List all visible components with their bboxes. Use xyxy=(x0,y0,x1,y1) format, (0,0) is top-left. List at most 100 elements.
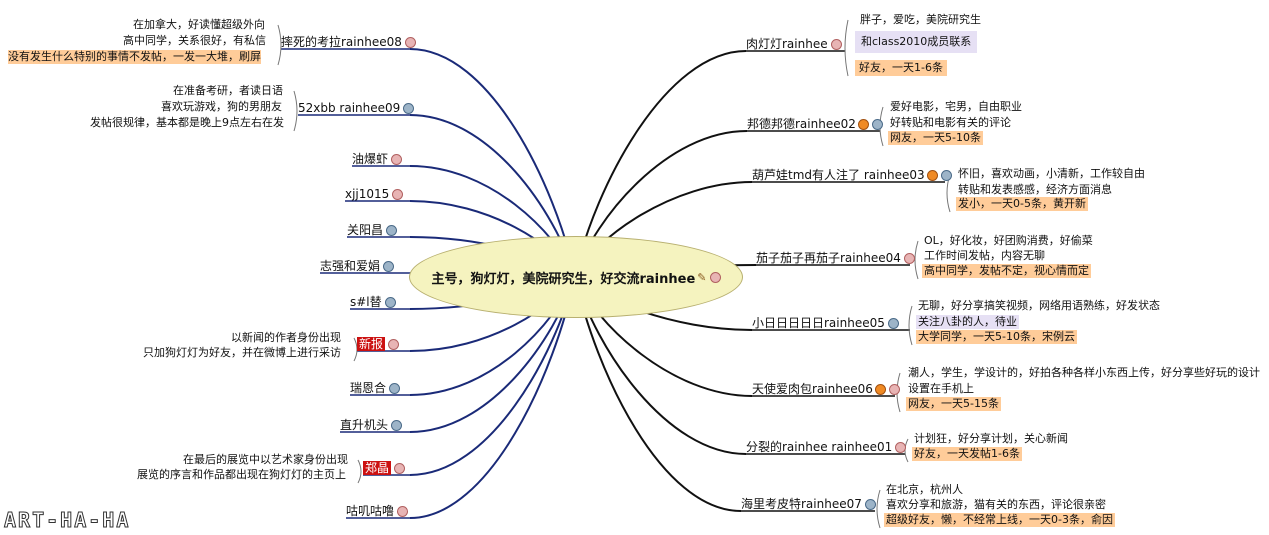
note: 以新闻的作者身份出现 xyxy=(231,331,341,344)
person-icon xyxy=(403,103,415,114)
edit-icon: ✎ xyxy=(697,270,707,284)
note: 只加狗灯灯为好友，并在微博上进行采访 xyxy=(143,346,341,359)
node-label: 海里考皮特rainhee07 xyxy=(741,497,862,511)
note: 喜欢玩游戏，狗的男朋友 xyxy=(161,100,282,113)
note: 在最后的展览中以艺术家身份出现 xyxy=(183,453,348,466)
note-highlight: 网友，一天5-15条 xyxy=(906,397,1001,411)
person-icon xyxy=(871,119,883,130)
note-bracket xyxy=(876,489,881,529)
note-highlight: 发小，一天0-5条，黄开新 xyxy=(956,197,1088,211)
note-highlight: 好友，一天发帖1-6条 xyxy=(912,447,1022,461)
note-highlight: 超级好友，懒，不经常上线，一天0-3条，俞因 xyxy=(884,513,1115,527)
central-topic-label: 主号，狗灯灯，美院研究生，好交流rainhee xyxy=(431,271,696,287)
node-label: 志强和爱娟 xyxy=(320,259,381,273)
person-icon xyxy=(864,499,876,510)
node-label: 葫芦娃tmd有人注了 rainhee03 xyxy=(752,168,925,182)
note-bracket xyxy=(293,90,298,132)
node-r2[interactable]: 邦德邦德rainhee02 xyxy=(747,116,883,132)
person-icon xyxy=(895,442,907,453)
person-icon xyxy=(397,506,409,517)
node-label: 小日日日日日rainhee05 xyxy=(752,316,885,330)
node-label: 油爆虾 xyxy=(352,152,389,166)
node-label: 分裂的rainhee rainhee01 xyxy=(746,440,893,454)
watermark-logo: ART-HA-HA xyxy=(3,508,131,533)
note-bracket xyxy=(908,305,913,346)
node-l3[interactable]: 油爆虾 xyxy=(352,151,403,167)
node-l8[interactable]: 新报 xyxy=(357,336,400,352)
person-icon xyxy=(392,189,404,200)
note-bracket xyxy=(844,19,849,77)
note-highlight: 大学同学，一天5-10条，宋例云 xyxy=(916,330,1077,344)
node-l12[interactable]: 咕叽咕噜 xyxy=(346,503,409,519)
person-icon xyxy=(940,170,952,181)
node-label: 邦德邦德rainhee02 xyxy=(747,117,856,131)
person-icon xyxy=(388,339,400,350)
node-label: 郑晶 xyxy=(363,461,392,475)
person-icon xyxy=(384,297,396,308)
note: 高中同学，关系很好，有私信 xyxy=(123,34,266,47)
person-icon xyxy=(830,39,842,50)
node-label: 摔死的考拉rainhee08 xyxy=(281,35,402,49)
note-bracket xyxy=(277,24,282,66)
node-label: 新报 xyxy=(357,337,386,351)
note: 好转贴和电影有关的评论 xyxy=(890,116,1011,129)
note: 发帖很规律，基本都是晚上9点左右在发 xyxy=(90,116,284,129)
node-label: 天使爱肉包rainhee06 xyxy=(752,382,873,396)
note-bracket xyxy=(914,240,919,280)
note-highlight: 没有发生什么特别的事情不发帖，一发一大堆，刷屏 xyxy=(8,50,261,64)
node-label: s#l替 xyxy=(350,295,382,309)
node-l10[interactable]: 直升机头 xyxy=(340,417,403,433)
note: 计划狂，好分享计划，关心新闻 xyxy=(914,432,1068,445)
node-label: 茄子茄子再茄子rainhee04 xyxy=(756,251,901,265)
person-icon xyxy=(903,253,915,264)
node-r3[interactable]: 葫芦娃tmd有人注了 rainhee03 xyxy=(752,167,952,183)
node-r6[interactable]: 天使爱肉包rainhee06 xyxy=(752,381,900,397)
person-icon xyxy=(709,271,721,283)
node-l6[interactable]: 志强和爱娟 xyxy=(320,258,395,274)
central-topic[interactable]: 主号，狗灯灯，美院研究生，好交流rainhee✎ xyxy=(409,236,743,318)
node-l9[interactable]: 瑞恩合 xyxy=(350,380,401,396)
note-icon xyxy=(874,384,886,395)
node-r1[interactable]: 肉灯灯rainhee xyxy=(746,36,842,52)
node-label: 直升机头 xyxy=(340,418,389,432)
note-highlight: 和class2010成员联系 xyxy=(855,31,978,53)
note: 胖子，爱吃，美院研究生 xyxy=(860,13,981,26)
node-l4[interactable]: xjj1015 xyxy=(345,186,404,202)
node-label: 关阳昌 xyxy=(347,223,384,237)
person-icon xyxy=(404,37,416,48)
note: 怀旧，喜欢动画，小清新，工作较自由 xyxy=(958,167,1145,180)
note: 无聊，好分享搞笑视频，网络用语熟练，好发状态 xyxy=(918,299,1160,312)
note: 设置在手机上 xyxy=(908,382,974,395)
node-r5[interactable]: 小日日日日日rainhee05 xyxy=(752,315,899,331)
note: 展览的序言和作品都出现在狗灯灯的主页上 xyxy=(137,468,346,481)
note-highlight: 高中同学，发帖不定，视心情而定 xyxy=(922,264,1091,278)
note-icon xyxy=(857,119,869,130)
note-highlight: 好友，一天1-6条 xyxy=(855,60,947,76)
note-icon xyxy=(926,170,938,181)
note: 爱好电影，宅男，自由职业 xyxy=(890,100,1022,113)
node-l2[interactable]: 52xbb rainhee09 xyxy=(298,100,415,116)
note: 在加拿大，好读懂超级外向 xyxy=(133,18,265,31)
node-l7[interactable]: s#l替 xyxy=(350,294,396,310)
node-r8[interactable]: 海里考皮特rainhee07 xyxy=(741,496,876,512)
note: 在准备考研，者读日语 xyxy=(173,84,283,97)
person-icon xyxy=(391,420,403,431)
note-bracket xyxy=(357,459,362,484)
note-highlight: 网友，一天5-10条 xyxy=(888,131,983,145)
note-highlight: 关注八卦的人，待业 xyxy=(916,315,1019,329)
node-label: 肉灯灯rainhee xyxy=(746,37,828,51)
node-label: 咕叽咕噜 xyxy=(346,504,395,518)
node-label: 52xbb rainhee09 xyxy=(298,101,401,115)
note: 工作时间发帖，内容无聊 xyxy=(924,249,1045,262)
node-l5[interactable]: 关阳昌 xyxy=(347,222,398,238)
person-icon xyxy=(386,225,398,236)
person-icon xyxy=(389,383,401,394)
node-r7[interactable]: 分裂的rainhee rainhee01 xyxy=(746,439,907,455)
person-icon xyxy=(391,154,403,165)
person-icon xyxy=(394,463,406,474)
node-r4[interactable]: 茄子茄子再茄子rainhee04 xyxy=(756,250,915,266)
note: 在北京，杭州人 xyxy=(886,483,963,496)
person-icon xyxy=(383,261,395,272)
node-l11[interactable]: 郑晶 xyxy=(363,460,406,476)
node-l1[interactable]: 摔死的考拉rainhee08 xyxy=(281,34,416,50)
